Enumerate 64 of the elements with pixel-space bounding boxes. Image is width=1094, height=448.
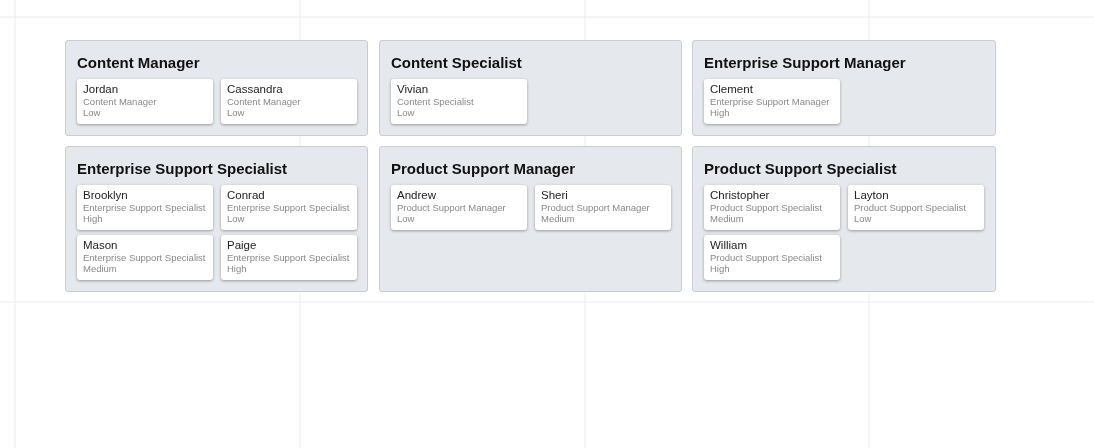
- priority-text: Low: [83, 107, 101, 118]
- person-card: [848, 185, 984, 230]
- group-heading: Enterprise Support Specialist: [77, 160, 288, 178]
- priority-text: Medium: [541, 213, 575, 224]
- person-card: [77, 79, 213, 124]
- person-name: Conrad: [227, 189, 265, 202]
- role-text: Product Support Specialist: [710, 202, 822, 213]
- person-card: [391, 79, 527, 124]
- priority-text: High: [710, 107, 730, 118]
- role-text: Enterprise Support Specialist: [227, 252, 350, 263]
- group-heading: Product Support Specialist: [704, 160, 897, 178]
- group-panel: [65, 40, 368, 136]
- person-name: Andrew: [397, 189, 436, 202]
- person-name: William: [710, 239, 748, 252]
- priority-text: High: [710, 263, 730, 274]
- group-heading: Content Specialist: [391, 54, 522, 72]
- person-card: [391, 185, 527, 230]
- person-name: Cassandra: [227, 83, 283, 96]
- priority-text: High: [227, 263, 247, 274]
- role-text: Enterprise Support Manager: [710, 96, 830, 107]
- group-panel: [65, 146, 368, 292]
- person-card: [704, 185, 840, 230]
- priority-text: Low: [227, 107, 245, 118]
- person-name: Layton: [854, 189, 889, 202]
- person-card: [77, 235, 213, 280]
- person-card: [221, 185, 357, 230]
- person-card: [221, 235, 357, 280]
- role-text: Content Specialist: [397, 96, 474, 107]
- person-card: [535, 185, 671, 230]
- priority-text: High: [83, 213, 103, 224]
- group-panel: [379, 146, 682, 292]
- person-card: [704, 79, 840, 124]
- person-name: Christopher: [710, 189, 770, 202]
- group-panel: [379, 40, 682, 136]
- role-text: Enterprise Support Specialist: [227, 202, 350, 213]
- person-card: [221, 79, 357, 124]
- group-heading: Product Support Manager: [391, 160, 576, 178]
- priority-text: Low: [397, 107, 415, 118]
- group-panel: [692, 146, 996, 292]
- role-text: Product Support Specialist: [854, 202, 966, 213]
- role-text: Enterprise Support Specialist: [83, 252, 206, 263]
- priority-text: Low: [227, 213, 245, 224]
- group-panel: [692, 40, 996, 136]
- role-text: Content Manager: [227, 96, 301, 107]
- person-name: Brooklyn: [83, 189, 128, 202]
- priority-text: Medium: [83, 263, 117, 274]
- person-name: Paige: [227, 239, 257, 252]
- person-card: [704, 235, 840, 280]
- priority-text: Medium: [710, 213, 744, 224]
- person-name: Vivian: [397, 83, 429, 96]
- role-text: Product Support Manager: [541, 202, 650, 213]
- person-name: Sheri: [541, 189, 568, 202]
- role-text: Enterprise Support Specialist: [83, 202, 206, 213]
- person-name: Mason: [83, 239, 118, 252]
- role-text: Content Manager: [83, 96, 157, 107]
- group-heading: Enterprise Support Manager: [704, 54, 906, 72]
- role-text: Product Support Manager: [397, 202, 506, 213]
- person-name: Clement: [710, 83, 753, 96]
- priority-text: Low: [854, 213, 872, 224]
- role-text: Product Support Specialist: [710, 252, 822, 263]
- group-heading: Content Manager: [77, 54, 200, 72]
- person-card: [77, 185, 213, 230]
- priority-text: Low: [397, 213, 415, 224]
- person-name: Jordan: [83, 83, 119, 96]
